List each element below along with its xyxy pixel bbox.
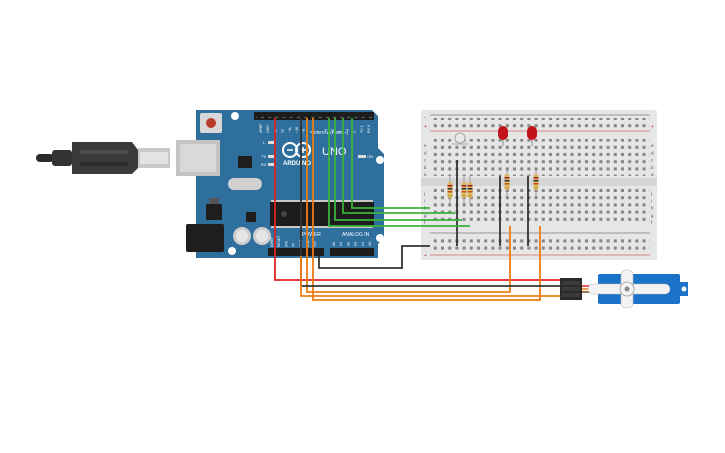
analog-pin-label: A5 xyxy=(368,242,372,246)
micro-servo[interactable] xyxy=(560,269,688,309)
analog-pin-label: A4 xyxy=(361,242,365,246)
breadboard-row-letter: g xyxy=(651,213,654,218)
breadboard-row-letter: e xyxy=(651,143,654,148)
rail-plus-label-bottom: + xyxy=(424,253,427,259)
red-led-2[interactable] xyxy=(527,126,537,146)
digital-pin-label: ~5 xyxy=(331,129,335,133)
breadboard-row-letter: i xyxy=(424,198,425,203)
breadboard-row-letter: g xyxy=(424,213,427,218)
breadboard-row-letter: j xyxy=(650,191,652,196)
breadboard-row-letter: f xyxy=(424,220,426,225)
digital-pin-label: AREF xyxy=(259,123,263,133)
digital-pin-label: RX 0 xyxy=(367,125,371,133)
analog-header-label: ANALOG IN xyxy=(342,232,370,238)
breadboard-row-letter: b xyxy=(651,165,654,170)
l-label: L xyxy=(263,140,266,145)
brand-label: ARDUINO xyxy=(283,161,311,167)
power-pin-label: GND xyxy=(306,239,310,247)
digital-pin-label: ~11 xyxy=(288,127,292,133)
analog-pin-label: A1 xyxy=(339,242,343,246)
rgb-led[interactable] xyxy=(452,132,468,145)
atmega-chip xyxy=(270,202,374,226)
rail-plus-label: + xyxy=(424,124,427,130)
breadboard-row-letter: d xyxy=(651,150,654,155)
digital-pin-label: ~10 xyxy=(295,127,299,133)
digital-pin-label: 12 xyxy=(281,129,285,133)
usb-cable[interactable] xyxy=(36,142,170,174)
breadboard-row-letter: c xyxy=(424,158,427,163)
power-header-label: POWER xyxy=(302,232,321,238)
breadboard-row-letter: h xyxy=(651,206,654,211)
crystal-oscillator xyxy=(228,178,262,190)
digital-pin-label: 2 xyxy=(353,131,357,133)
power-jack xyxy=(186,224,224,252)
digital-pin-label: 7 xyxy=(317,131,321,133)
digital-pin-label: 8 xyxy=(309,131,313,133)
resistor[interactable] xyxy=(461,176,467,204)
breadboard-row-letter: c xyxy=(651,158,654,163)
rx-label: RX xyxy=(261,162,267,167)
power-pin-label: RESET xyxy=(277,236,281,247)
resistor[interactable] xyxy=(467,176,473,204)
arduino-logo xyxy=(282,142,311,158)
breadboard-row-letter: a xyxy=(651,172,654,177)
power-pin-label: 5V xyxy=(292,242,296,247)
breadboard-row-letter: d xyxy=(424,150,427,155)
breadboard-ground-jumpers[interactable] xyxy=(456,160,529,246)
breadboard-row-letter: a xyxy=(424,172,427,177)
breadboard-row-letter: i xyxy=(651,198,652,203)
servo-wires[interactable] xyxy=(274,118,562,301)
digital-pin-label: ~3 xyxy=(345,129,349,133)
analog-pin-label: A2 xyxy=(346,242,350,246)
breadboard-row-letter: b xyxy=(424,165,427,170)
breadboard-row-letter: j xyxy=(423,191,425,196)
breadboard-row-letter: e xyxy=(424,143,427,148)
analog-pin-label: A3 xyxy=(354,242,358,246)
analog-pin-label: A0 xyxy=(332,242,336,246)
rail-plus-label-right: + xyxy=(651,124,654,130)
arduino-uno-board[interactable]: ARDUINO UNO DIGITAL (PWM ~) POWER ANALOG… xyxy=(176,110,384,258)
rail-minus-label: - xyxy=(424,115,426,121)
red-led-1[interactable] xyxy=(498,126,508,146)
voltage-regulator xyxy=(206,204,222,220)
breadboard-row-letter: f xyxy=(651,220,653,225)
digital-pin-label: 4 xyxy=(338,131,342,133)
digital-pin-label: ~6 xyxy=(324,129,328,133)
resistor[interactable] xyxy=(504,168,510,196)
usb-chip xyxy=(238,156,252,168)
on-led-label: ON xyxy=(367,154,373,159)
tx-label: TX xyxy=(261,154,266,159)
digital-pin-label: GND xyxy=(266,125,270,133)
resistor[interactable] xyxy=(447,176,453,204)
resistor[interactable] xyxy=(533,168,539,196)
power-pin-label: 3V3 xyxy=(284,241,288,247)
digital-pin-label: ~9 xyxy=(302,129,306,133)
digital-pin-label: TX 1 xyxy=(360,125,364,133)
servo-horn[interactable] xyxy=(587,269,671,309)
green-signal-wires[interactable] xyxy=(328,118,470,227)
power-pin-label: VIN xyxy=(313,241,317,247)
digital-header-label: DIGITAL (PWM ~) xyxy=(312,130,349,135)
power-pin-label: IOREF xyxy=(270,237,274,247)
